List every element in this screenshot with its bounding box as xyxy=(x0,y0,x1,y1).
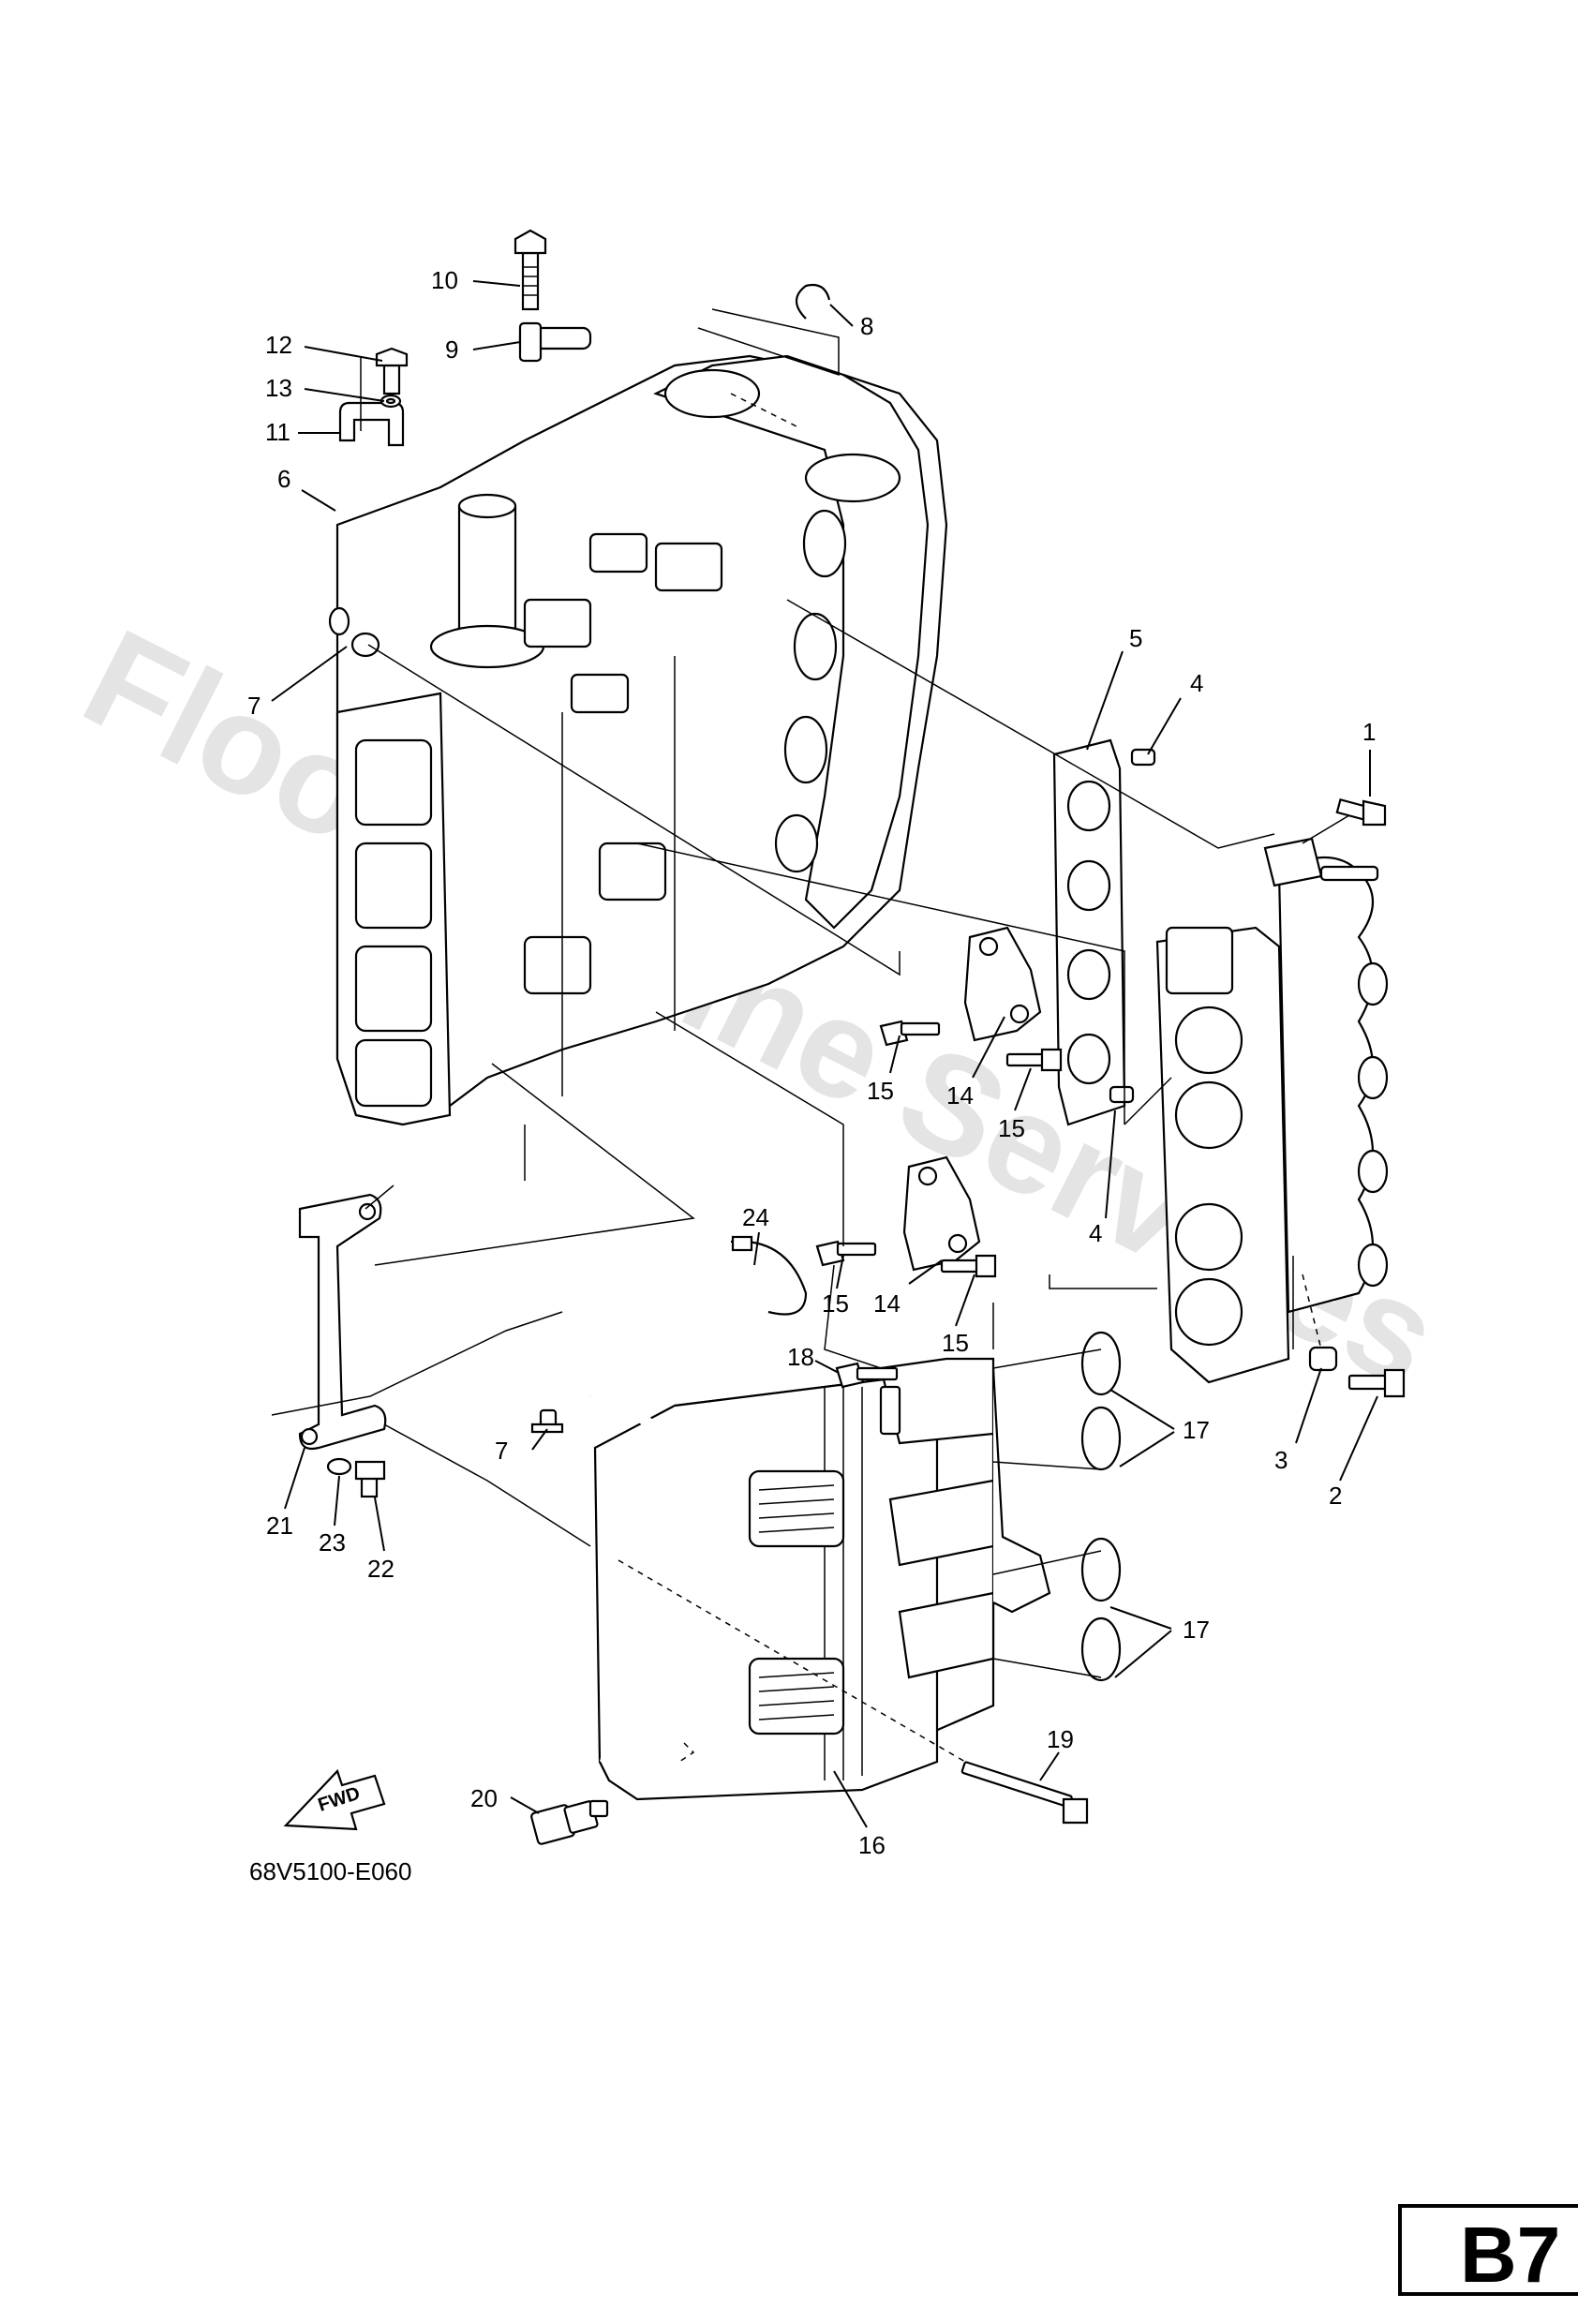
cylinder-block xyxy=(335,354,948,1126)
callout-12: 12 xyxy=(265,331,292,359)
callout-4: 4 xyxy=(1190,669,1203,697)
page-label-badge: B7 xyxy=(1398,2204,1578,2299)
callout-15: 15 xyxy=(942,1329,969,1357)
intake-gasket xyxy=(1052,738,1126,1126)
callout-2: 2 xyxy=(1329,1482,1342,1510)
vent-slots-lower xyxy=(748,1657,845,1736)
callout-14: 14 xyxy=(946,1081,974,1110)
dowel-pin xyxy=(1130,748,1156,767)
callout-14: 14 xyxy=(873,1289,901,1318)
callout-7: 7 xyxy=(495,1437,508,1465)
support-plate xyxy=(298,1193,387,1451)
bolt-15 xyxy=(940,1254,997,1278)
callout-15: 15 xyxy=(867,1077,894,1105)
callout-6: 6 xyxy=(277,465,290,493)
collar-bolt-2 xyxy=(1308,1346,1406,1398)
callout-3: 3 xyxy=(1274,1446,1288,1474)
bolt-15 xyxy=(1005,1048,1063,1072)
callout-17: 17 xyxy=(1183,1416,1210,1444)
vent-slots-upper xyxy=(748,1469,845,1548)
callout-21: 21 xyxy=(266,1512,293,1540)
intake-silencer xyxy=(593,1357,1051,1801)
callout-15: 15 xyxy=(998,1114,1025,1142)
bolt-19 xyxy=(960,1761,1089,1825)
guide-lines xyxy=(271,308,1350,1763)
gasket-17 xyxy=(1080,1537,1122,1602)
callout-1: 1 xyxy=(1362,718,1376,746)
callout-18: 18 xyxy=(787,1343,814,1371)
callout-7: 7 xyxy=(247,692,261,720)
joint-7 xyxy=(350,632,380,658)
sensor-20 xyxy=(530,1799,609,1845)
callout-10: 10 xyxy=(431,266,458,294)
bracket-upper xyxy=(963,926,1042,1042)
dowel-pin xyxy=(1109,1085,1135,1104)
callout-24: 24 xyxy=(742,1203,769,1231)
callout-4: 4 xyxy=(1089,1219,1102,1247)
hose-24 xyxy=(461,1253,769,1359)
hose-silencer xyxy=(588,1391,662,1449)
leader-lines xyxy=(271,280,1378,1828)
clamp-bolt-washer xyxy=(338,347,409,447)
gasket-17 xyxy=(1080,1331,1122,1396)
callout-13: 13 xyxy=(265,374,292,402)
callout-23: 23 xyxy=(319,1528,346,1557)
bolt-18 xyxy=(835,1362,899,1389)
intake-manifold xyxy=(1155,837,1389,1384)
gasket-17 xyxy=(1080,1406,1122,1471)
callout-19: 19 xyxy=(1047,1725,1074,1753)
fwd-arrow-icon: FWD xyxy=(283,1768,386,1831)
callout-16: 16 xyxy=(858,1831,886,1859)
bolt-15 xyxy=(815,1240,877,1267)
page-label: B7 xyxy=(1460,2211,1561,2299)
callout-15: 15 xyxy=(822,1289,849,1318)
gasket-17 xyxy=(1080,1616,1122,1682)
callout-5: 5 xyxy=(1129,624,1142,652)
callout-9: 9 xyxy=(445,335,458,364)
callout-20: 20 xyxy=(470,1784,498,1812)
callout-11: 11 xyxy=(265,418,290,446)
callout-8: 8 xyxy=(860,312,873,340)
hose-clip xyxy=(795,283,831,320)
washer-23 xyxy=(326,1457,352,1476)
figure-code: 68V5100-E060 xyxy=(249,1857,411,1885)
holder-bolt xyxy=(514,229,592,363)
callout-17: 17 xyxy=(1183,1616,1210,1644)
bolt-15 xyxy=(879,1020,941,1047)
callout-22: 22 xyxy=(367,1555,394,1583)
bolt-22 xyxy=(354,1460,386,1498)
bolt-1 xyxy=(1335,797,1387,827)
hose xyxy=(271,280,769,636)
joint-7 xyxy=(530,1408,564,1434)
bracket-lower xyxy=(902,1155,981,1272)
